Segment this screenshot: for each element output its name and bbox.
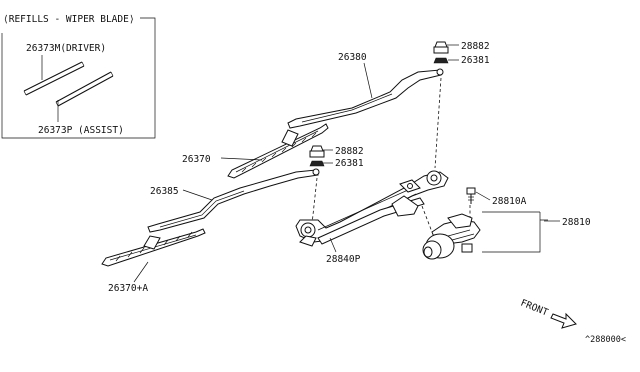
nut-26381-mid	[309, 160, 325, 167]
front-arrow-icon	[550, 312, 577, 329]
label-28840P: 28840P	[326, 254, 361, 265]
label-28882-top: 28882	[461, 41, 490, 52]
nut-26381-top	[433, 57, 449, 64]
label-26380: 26380	[338, 52, 367, 63]
label-26385: 26385	[150, 186, 179, 197]
refill-assist-label: 26373P (ASSIST)	[38, 125, 124, 136]
wiper-blade-26370	[227, 123, 329, 179]
refill-strip-driver	[23, 61, 85, 96]
wiper-arm-26385	[147, 168, 320, 233]
diagram-code: ^288000<	[585, 335, 626, 345]
bolt-28810A	[466, 187, 476, 204]
linkage-28840P	[295, 170, 449, 247]
front-label: FRONT	[519, 298, 550, 319]
dash-motor	[421, 205, 433, 233]
label-26370A: 26370+A	[108, 283, 148, 294]
leader-lines	[133, 44, 560, 283]
dash-top-pivot	[434, 77, 442, 169]
front-direction-indicator: FRONT	[519, 298, 577, 329]
wiper-blade-26370A	[101, 228, 206, 267]
label-28810: 28810	[562, 217, 591, 228]
label-26370: 26370	[182, 154, 211, 165]
label-26381-mid: 26381	[335, 158, 364, 169]
wiper-arm-26380	[287, 68, 444, 129]
cap-28882-top	[433, 41, 449, 54]
refills-inset: ⟨REFILLS - WIPER BLADE⟩ 26373M(DRIVER) 2…	[1, 14, 156, 139]
dash-mid-pivot	[311, 177, 318, 225]
label-26381-top: 26381	[461, 55, 490, 66]
refill-strip-assist	[55, 71, 114, 107]
inset-title: ⟨REFILLS - WIPER BLADE⟩	[3, 14, 135, 25]
cap-28882-mid	[309, 145, 325, 158]
refill-driver-label: 26373M(DRIVER)	[26, 43, 106, 54]
label-28882-mid: 28882	[335, 146, 364, 157]
label-28810A: 28810A	[492, 196, 527, 207]
wiper-motor-28810	[422, 213, 481, 260]
